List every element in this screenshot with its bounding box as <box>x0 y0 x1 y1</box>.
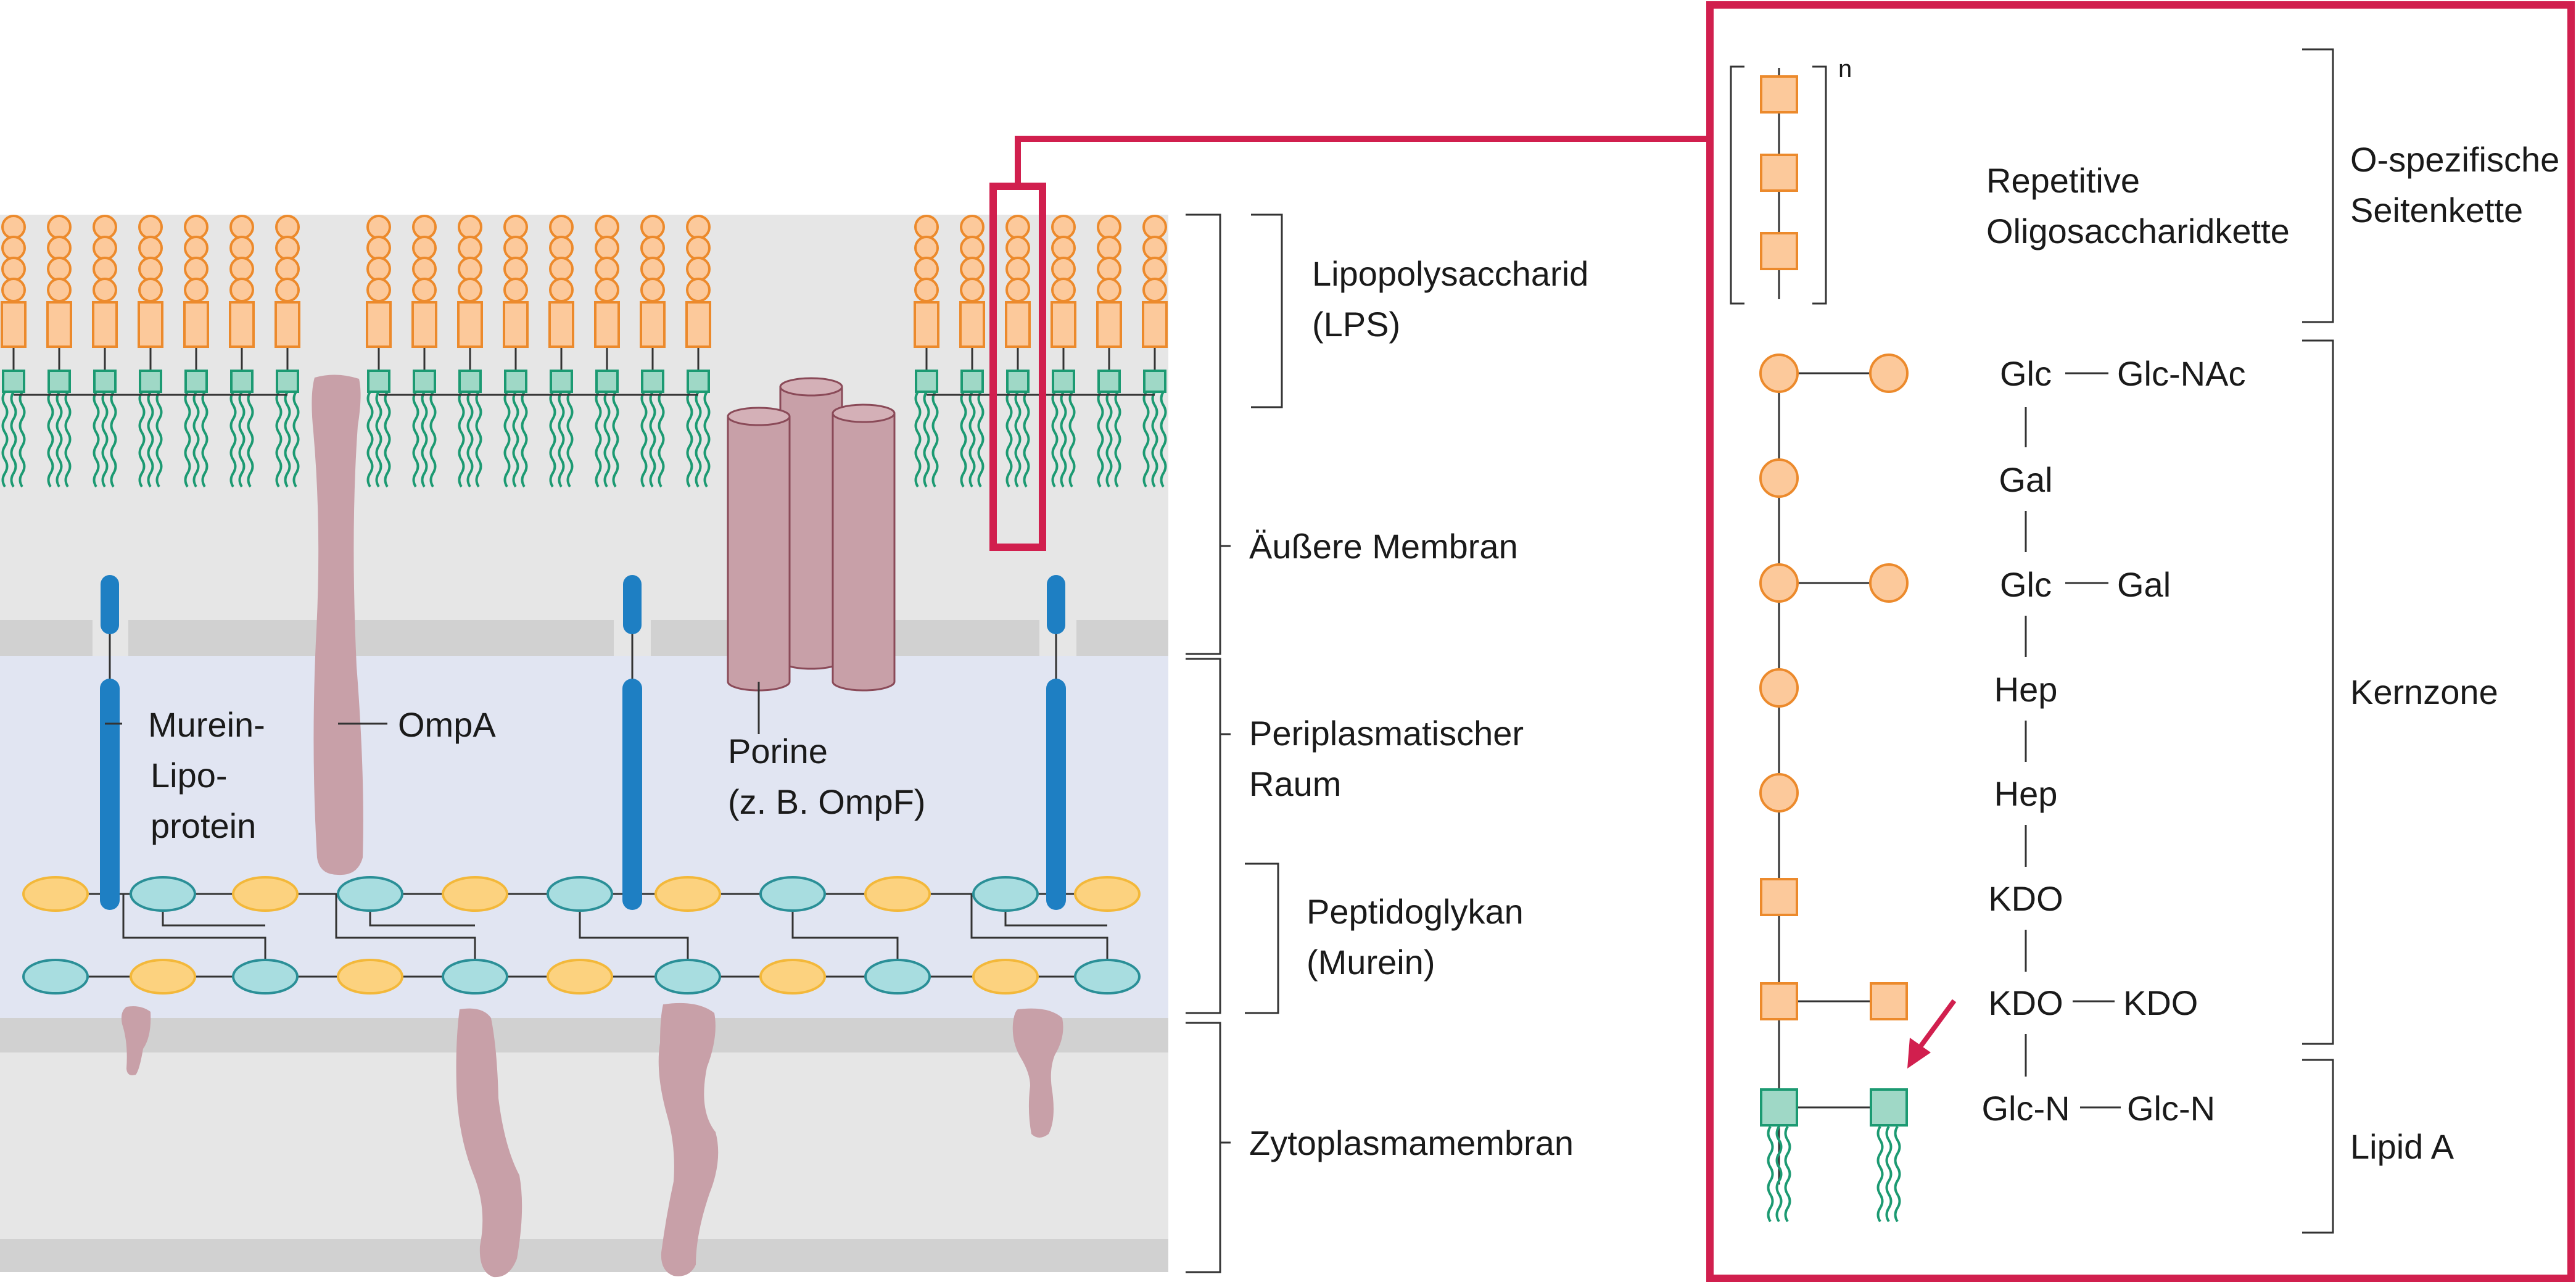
murein-lipoproteins <box>109 629 1057 685</box>
lipoprotein-anchor <box>1047 575 1065 634</box>
membrane-proteins <box>121 1003 1063 1278</box>
sugar-name: Glc <box>2000 565 2052 604</box>
core-sugars <box>1759 354 1909 1127</box>
sugar-name: Hep <box>1994 670 2058 709</box>
highlight-connector <box>1015 136 1710 186</box>
lipoprotein-anchor <box>623 575 642 634</box>
porin-trimer <box>727 377 896 692</box>
sugar-name: KDO <box>1988 983 2063 1022</box>
lps-group-left <box>2 216 299 487</box>
lps-label: Lipopolysaccharid(LPS) <box>1312 254 1588 344</box>
sugar-name: Glc-N <box>1981 1089 2070 1128</box>
lipoprotein-body <box>622 679 642 910</box>
ompa-label: OmpA <box>398 705 496 744</box>
lipoprotein-anchor <box>101 575 119 634</box>
repeat-bracket <box>1730 65 1827 305</box>
lipoprotein-body <box>1046 679 1066 910</box>
repeat-index: n <box>1838 56 1852 83</box>
lipid-a-label: Lipid A <box>2350 1127 2454 1166</box>
core-zone-label: Kernzone <box>2350 672 2498 711</box>
peptidoglycan-strands <box>22 876 1141 995</box>
lipoprotein-body <box>100 679 120 910</box>
sugar-name: Glc-N <box>2127 1089 2215 1128</box>
peptidoglycan-label: Peptidoglykan(Murein) <box>1307 892 1524 982</box>
cytoplasmic-membrane-band <box>0 1018 1168 1272</box>
sugar-name: KDO <box>1988 879 2063 918</box>
sugar-name: Gal <box>1999 460 2052 499</box>
sugar-bonds <box>2025 372 2121 1109</box>
sugar-name: Gal <box>2117 565 2171 604</box>
layer-brackets <box>1186 213 1283 1273</box>
sugar-name: KDO <box>2123 983 2198 1022</box>
murein-lipoprotein-label: Murein-Lipo-protein <box>148 705 265 845</box>
ompa-protein <box>312 374 363 875</box>
sugar-name: Glc-NAc <box>2117 354 2245 393</box>
lps-group-middle <box>367 216 710 487</box>
periplasm-region <box>0 654 1168 1018</box>
detail-brackets <box>2302 48 2334 1234</box>
porin-label: Porine(z. B. OmpF) <box>728 732 925 821</box>
lps-detail-panel <box>1706 1 2575 1282</box>
arrow-icon <box>1907 999 1957 1069</box>
sugar-name: Glc <box>2000 354 2052 393</box>
cytoplasmic-membrane-label: Zytoplasmamembran <box>1249 1123 1574 1162</box>
sugar-name: Hep <box>1994 774 2058 813</box>
outer-membrane-label: Äußere Membran <box>1249 527 1518 566</box>
repetitive-sugars <box>1760 75 1798 270</box>
